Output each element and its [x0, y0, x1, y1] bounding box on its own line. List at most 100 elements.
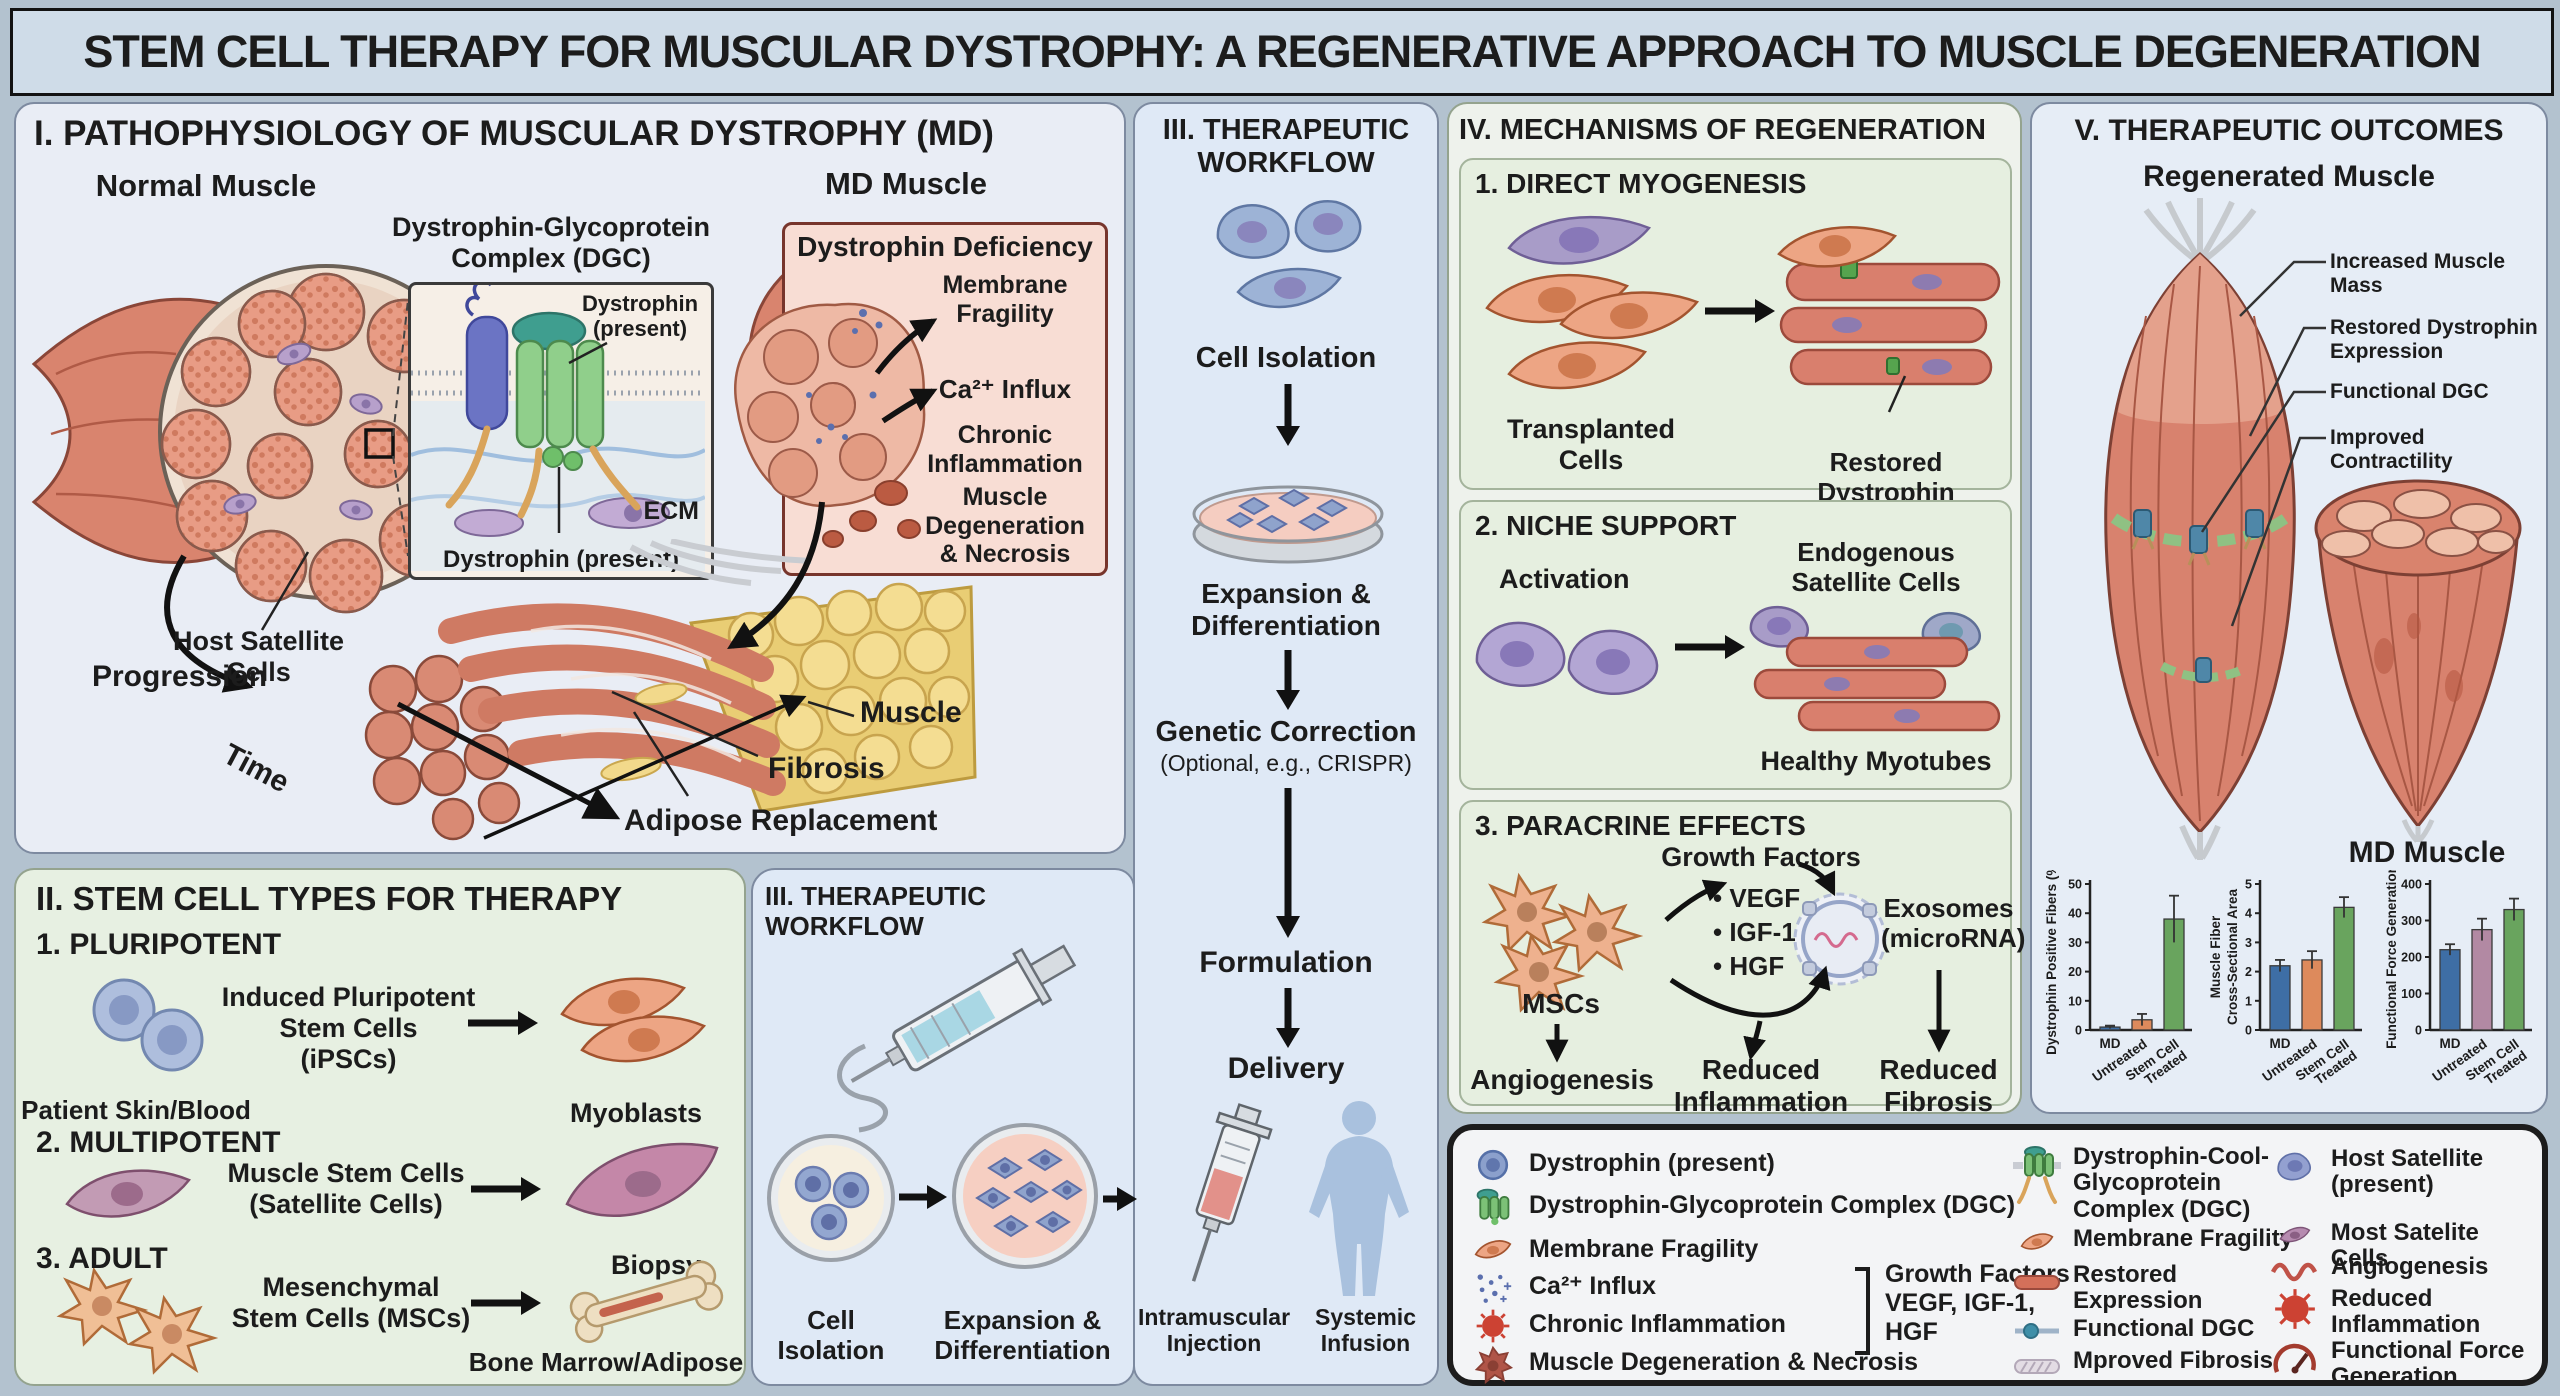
growth-factors-label: Growth Factors [1661, 842, 1861, 872]
deficiency-item-inflammation: Chronic Inflammation [927, 421, 1083, 478]
panel4-heading: IV. MECHANISMS OF REGENERATION [1459, 114, 1986, 146]
svg-text:2: 2 [2245, 965, 2252, 979]
formulation-label: Formulation [1199, 946, 1373, 979]
arrow-down-icon [1276, 988, 1300, 1048]
host-satellite-cell-icon [2277, 1152, 2311, 1181]
outcome-label-muscle-mass: Increased Muscle Mass [2330, 250, 2506, 297]
panel1-heading: I. PATHOPHYSIOLOGY OF MUSCULAR DYSTROPHY… [34, 114, 994, 153]
panel3v-heading: III. THERAPEUTIC WORKFLOW [1162, 114, 1410, 180]
dgc-complex-icon [1476, 1188, 1510, 1226]
force-gauge-icon [2273, 1343, 2316, 1374]
fibrosis-stripe-icon [2014, 1359, 2060, 1374]
human-figure-icon [1309, 1101, 1409, 1296]
membrane-fragility-cell-icon [2020, 1233, 2054, 1250]
reduced-fibrosis-label: Reduced Fibrosis [1879, 1054, 1998, 1117]
progression-label: Progression [92, 660, 268, 693]
legend-label: Functional Force Generation [2331, 1337, 2525, 1391]
title-bar: STEM CELL THERAPY FOR MUSCULAR DYSTROPHY… [10, 8, 2554, 96]
arrow-down-icon [1276, 650, 1300, 710]
calcium-particles-icon [1477, 1274, 1512, 1303]
svg-text:Muscle Fiber: Muscle Fiber [2210, 915, 2223, 998]
deficiency-item-membrane: Membrane Fragility [942, 271, 1068, 328]
legend: Dystrophin (present) Dystrophin-Glycopro… [1447, 1124, 2548, 1390]
arrow-right-icon [899, 1185, 947, 1209]
panel-mechanisms: IV. MECHANISMS OF REGENERATION 1. DIRECT… [1447, 102, 2025, 1117]
muscle-label: Muscle [860, 696, 962, 729]
svg-text:MD: MD [2440, 1036, 2461, 1051]
biopsy-cell-icon [565, 1142, 719, 1218]
legend-label: Membrane Fragility [1529, 1235, 1759, 1263]
functional-dgc-icon [2015, 1323, 2059, 1339]
dgc-inset-heading: Dystrophin-Glycoprotein Complex (DGC) [391, 212, 710, 273]
svg-text:20: 20 [2068, 965, 2082, 979]
legend-label: Membrane Fragility [2073, 1225, 2294, 1252]
dystrophin-deficiency-box: Dystrophin Deficiency [734, 222, 1108, 576]
legend-item: Dystrophin (present) [1471, 1146, 1775, 1184]
legend-label: Ca²⁺ Influx [1529, 1272, 1657, 1300]
card-direct-myogenesis: 1. DIRECT MYOGENESIS Transplanted Cells [1459, 158, 2012, 507]
panel-outcomes: V. THERAPEUTIC OUTCOMES Regenerated Musc… [2030, 102, 2548, 1114]
svg-text:200: 200 [2401, 951, 2422, 965]
legend-label: Reduced Inflammation [2331, 1285, 2481, 1339]
svg-text:MD: MD [2270, 1036, 2291, 1051]
legend-item: Functional DGC [2013, 1315, 2255, 1346]
expansion-step-label: Expansion & Differentiation [1191, 578, 1381, 641]
muscle-stem-cells-label: Muscle Stem Cells (Satellite Cells) [227, 1158, 465, 1219]
svg-text:0: 0 [2415, 1024, 2422, 1038]
normal-muscle-label: Normal Muscle [95, 168, 317, 203]
arrow-right-icon [1675, 635, 1745, 659]
svg-text:MD: MD [2100, 1036, 2121, 1051]
gf-items-label: • VEGF • IGF-1 • HGF [1713, 883, 1801, 981]
panel-stem-cell-types: II. STEM CELL TYPES FOR THERAPY 1. PLURI… [14, 868, 746, 1386]
card1-heading: 1. DIRECT MYOGENESIS [1475, 168, 1807, 199]
myoblasts-icon [560, 977, 707, 1063]
growth-factors-legend-label: Growth Factors VEGF, IGF-1, HGF [1885, 1260, 2070, 1346]
deficiency-item-calcium: Ca²⁺ Influx [938, 374, 1072, 404]
pluripotent-heading: 1. PLURIPOTENT [36, 928, 282, 961]
dgc-membrane-icon [2013, 1146, 2061, 1204]
dgc-membrane-illustration [411, 285, 705, 571]
activated-satellite-cells-icon [1475, 621, 1659, 695]
legend-item: Mproved Fibrosis [2013, 1347, 2274, 1384]
panel2-heading: II. STEM CELL TYPES FOR THERAPY [36, 880, 623, 917]
bone-icon [569, 1260, 724, 1343]
restored-fiber-icon [2014, 1275, 2060, 1290]
genetic-correction-sub-label: (Optional, e.g., CRISPR) [1160, 750, 1412, 776]
multipotent-heading: 2. MULTIPOTENT [36, 1126, 281, 1159]
outcome-label-contractility: Improved Contractility [2330, 426, 2453, 473]
card3-heading: 3. PARACRINE EFFECTS [1475, 810, 1806, 841]
exosome-icon [1793, 892, 1887, 986]
md-cross-section-illustration [734, 302, 926, 548]
svg-text:Cross-Sectional Area: Cross-Sectional Area [2225, 888, 2240, 1025]
patient-skin-blood-label: Patient Skin/Blood [21, 1095, 251, 1125]
genetic-correction-label: Genetic Correction [1155, 716, 1417, 748]
msc-label: Mesenchymal Stem Cells (MSCs) [231, 1272, 471, 1333]
deficiency-item-degeneration: Muscle Degeneration & Necrosis [925, 483, 1085, 568]
outcome-label-dystrophin: Restored Dystrophin Expression [2330, 316, 2538, 363]
dystrophin-present-top-label: Dystrophin (present) [581, 291, 699, 342]
arrow-right-icon [471, 1177, 541, 1201]
dystrophin-circle-icon [1477, 1149, 1509, 1181]
svg-text:1: 1 [2245, 994, 2252, 1008]
angiogenesis-label: Angiogenesis [1470, 1064, 1654, 1095]
legend-label: Mproved Fibrosis [2073, 1347, 2274, 1374]
healthy-myotubes-label: Healthy Myotubes [1760, 746, 1992, 776]
bracket-icon [1855, 1267, 1870, 1355]
md-muscle-label: MD Muscle [825, 166, 987, 201]
deficiency-heading: Dystrophin Deficiency [797, 231, 1093, 262]
panel-pathophysiology: I. PATHOPHYSIOLOGY OF MUSCULAR DYSTROPHY… [14, 102, 1126, 854]
card2-heading: 2. NICHE SUPPORT [1475, 510, 1737, 541]
panel5-heading: V. THERAPEUTIC OUTCOMES [2074, 114, 2504, 147]
petri-dish-expanded-icon [952, 1123, 1098, 1269]
dgc-inset-box: Dystrophin (present) ECM Dystrophin (pre… [408, 282, 714, 580]
legend-label: Functional DGC [2073, 1315, 2255, 1342]
angiogenesis-vessel-icon [2271, 1262, 2318, 1282]
legend-item: Membrane Fragility [2013, 1225, 2294, 1260]
svg-text:Functional Force Generation: Functional Force Generation [2384, 870, 2399, 1049]
msc-cells-icon [56, 1268, 219, 1375]
regenerated-muscle-label: Regenerated Muscle [2143, 160, 2435, 193]
svg-text:50: 50 [2068, 878, 2082, 892]
